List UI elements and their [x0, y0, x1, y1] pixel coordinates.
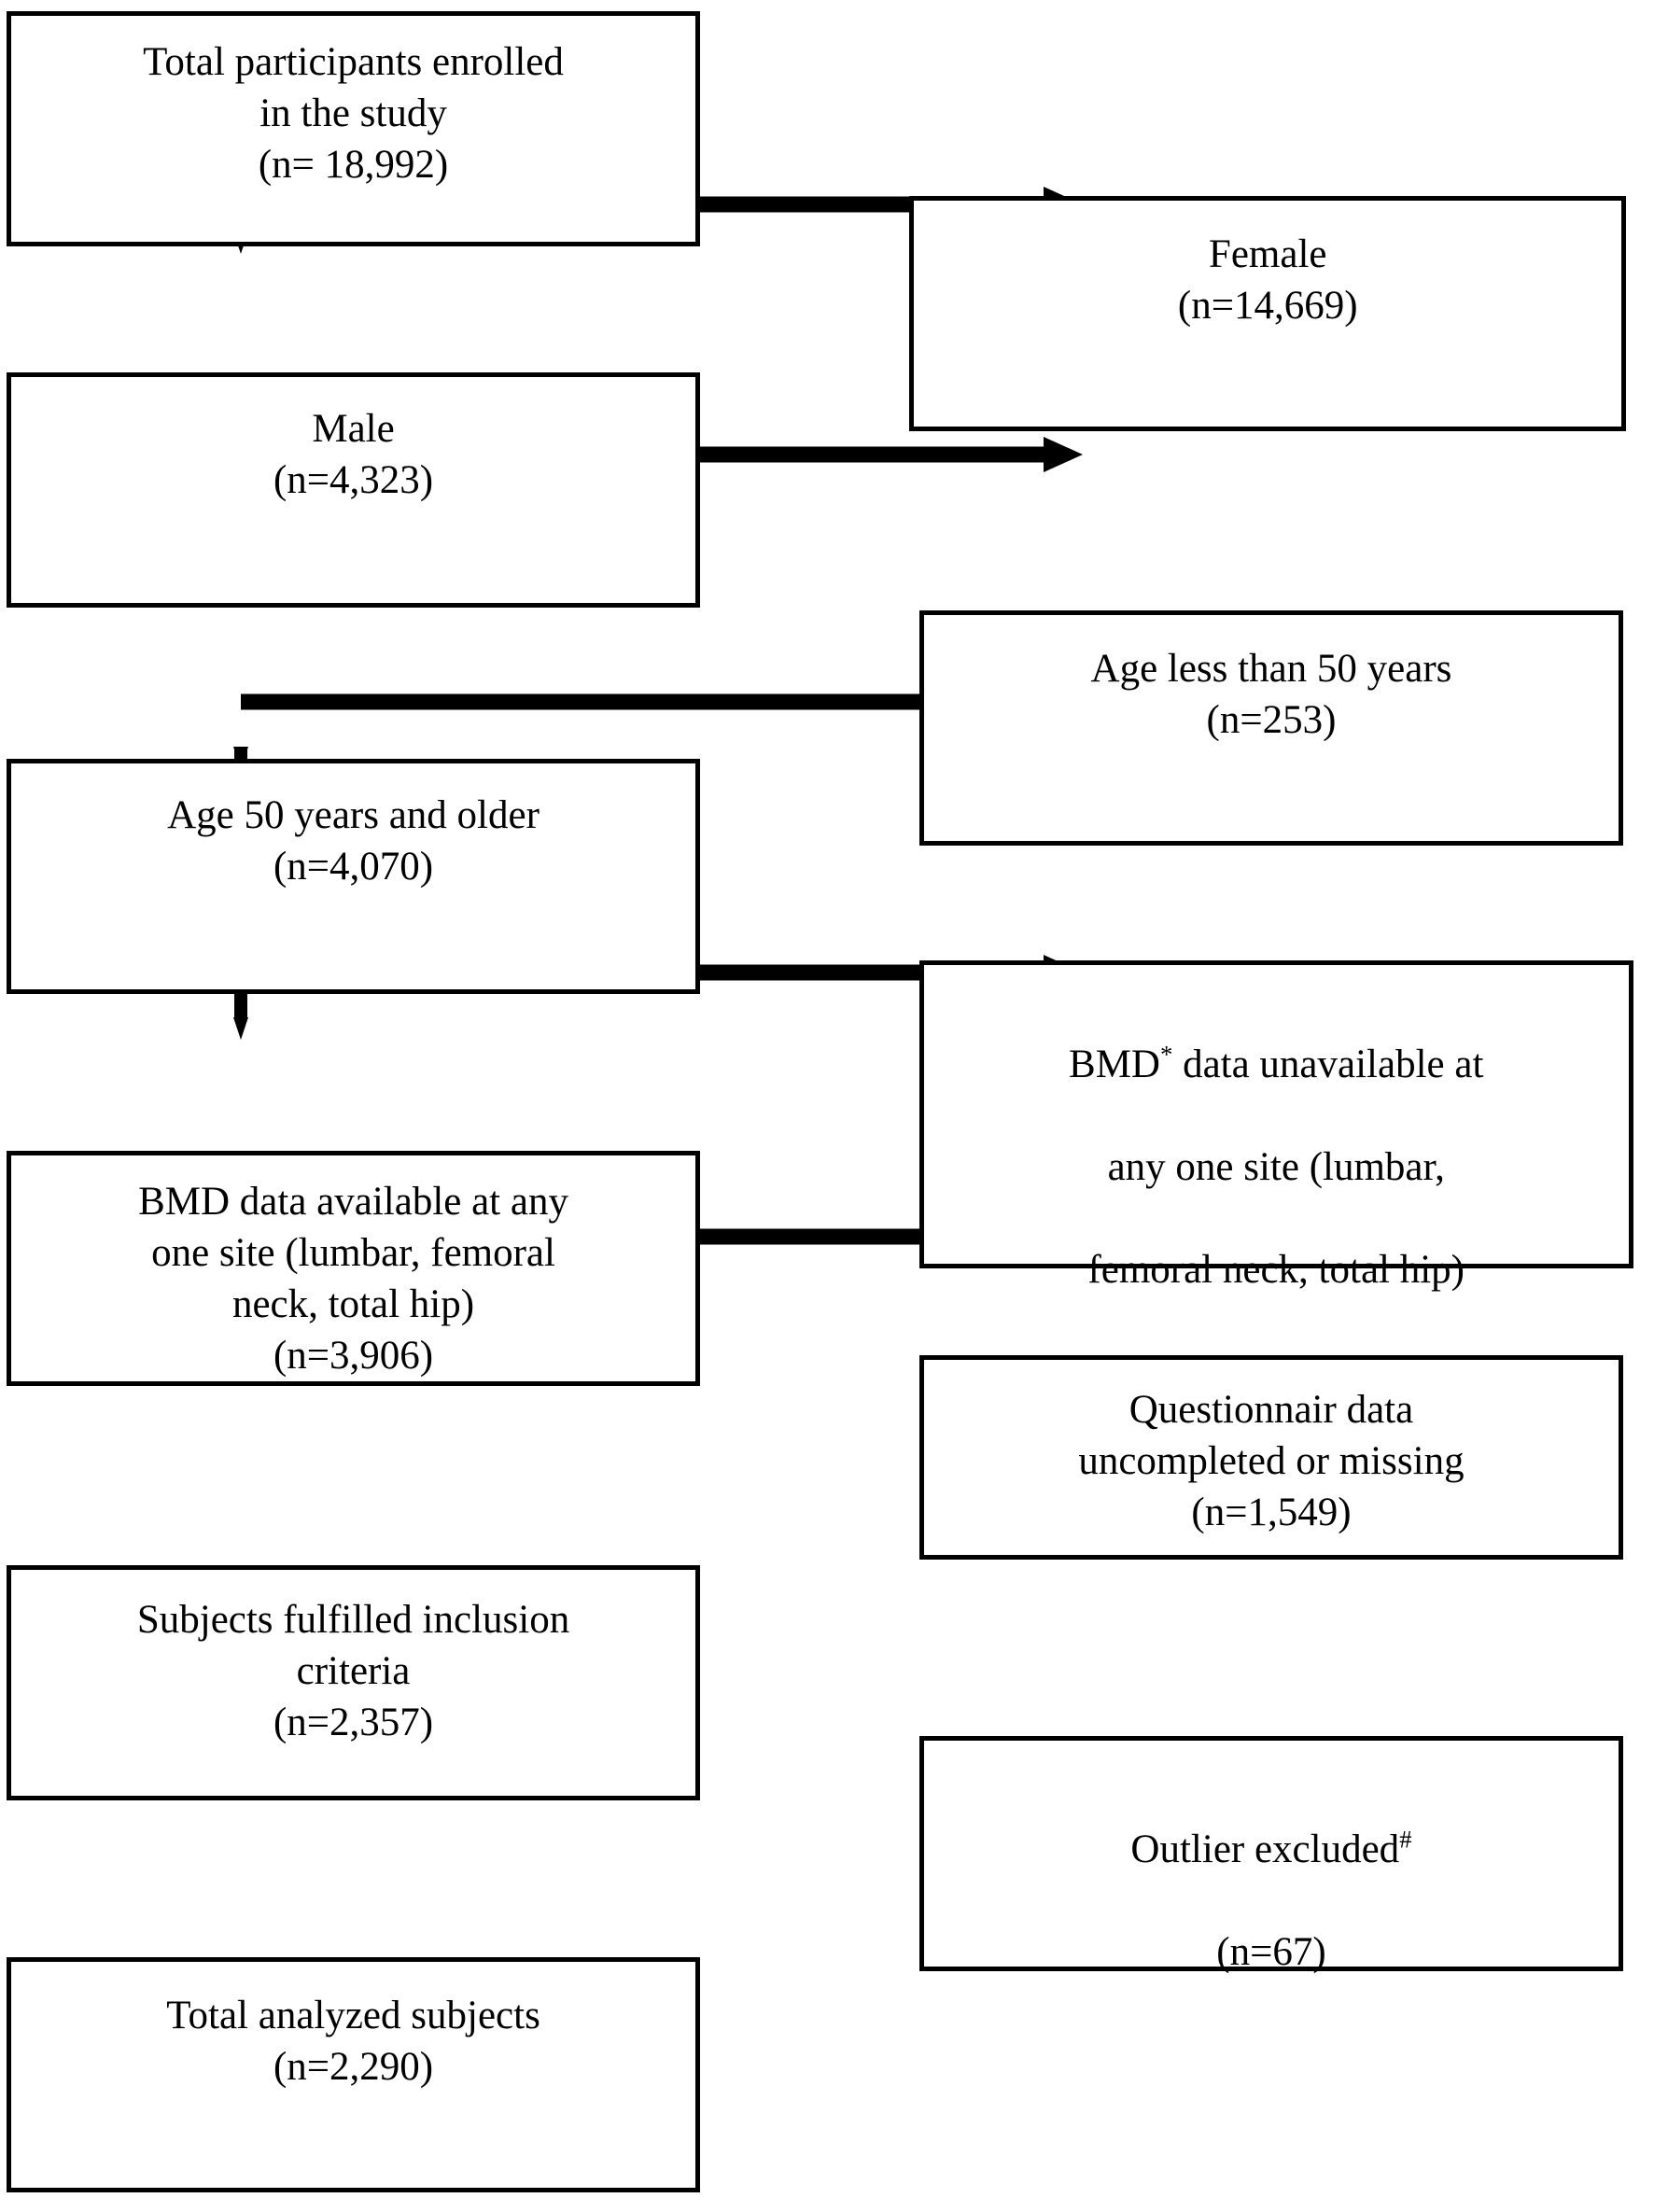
node-label-age-less-than-50: Age less than 50 years (n=253) [1090, 647, 1452, 743]
node-label-inclusion-criteria: Subjects fulfilled inclusion criteria (n… [136, 1598, 570, 1745]
node-label-total-analyzed-subjects: Total analyzed subjects (n=2,290) [166, 1994, 540, 2090]
node-label-bmd-data-unavailable: BMD* data unavailable at any one site (l… [1056, 987, 1496, 1398]
bmd-unavailable-line1-post: data unavailable at [1172, 1043, 1484, 1087]
node-outlier-excluded: Outlier excluded# (n=67) [918, 1736, 1623, 1974]
bmd-unavailable-line3: femoral neck, total hip) [1087, 1248, 1465, 1293]
outlier-excluded-count: (n=67) [1216, 1930, 1326, 1975]
asterisk-footnote-marker: * [1159, 1040, 1173, 1069]
node-male: Male (n=4,323) [7, 372, 700, 608]
bmd-unavailable-line1-pre: BMD [1069, 1043, 1160, 1087]
node-label-age-50-and-older: Age 50 years and older (n=4,070) [167, 793, 540, 889]
hash-footnote-marker: # [1399, 1825, 1412, 1854]
node-label-questionnaire-missing: Questionnair data uncompleted or missing… [1078, 1388, 1465, 1535]
node-label-bmd-data-available: BMD data available at any one site (lumb… [138, 1180, 568, 1379]
node-label-male: Male (n=4,323) [273, 407, 434, 503]
outlier-excluded-line1: Outlier excluded [1130, 1827, 1400, 1872]
node-inclusion-criteria: Subjects fulfilled inclusion criteria (n… [7, 1565, 700, 1800]
node-total-analyzed-subjects: Total analyzed subjects (n=2,290) [7, 1957, 700, 2192]
node-age-less-than-50: Age less than 50 years (n=253) [918, 610, 1623, 846]
node-label-female: Female (n=14,669) [1177, 232, 1358, 329]
node-label-outlier-excluded: Outlier excluded# (n=67) [1117, 1772, 1424, 1978]
bmd-unavailable-line2: any one site (lumbar, [1107, 1145, 1445, 1190]
node-total-participants-enrolled: Total participants enrolled in the study… [7, 11, 700, 246]
node-bmd-data-unavailable: BMD* data unavailable at any one site (l… [918, 960, 1633, 1394]
node-female: Female (n=14,669) [909, 196, 1626, 431]
node-age-50-and-older: Age 50 years and older (n=4,070) [7, 759, 700, 994]
node-questionnaire-missing: Questionnair data uncompleted or missing… [918, 1355, 1623, 1560]
node-label-total-participants-enrolled: Total participants enrolled in the study… [143, 40, 564, 188]
node-bmd-data-available: BMD data available at any one site (lumb… [7, 1151, 700, 1386]
